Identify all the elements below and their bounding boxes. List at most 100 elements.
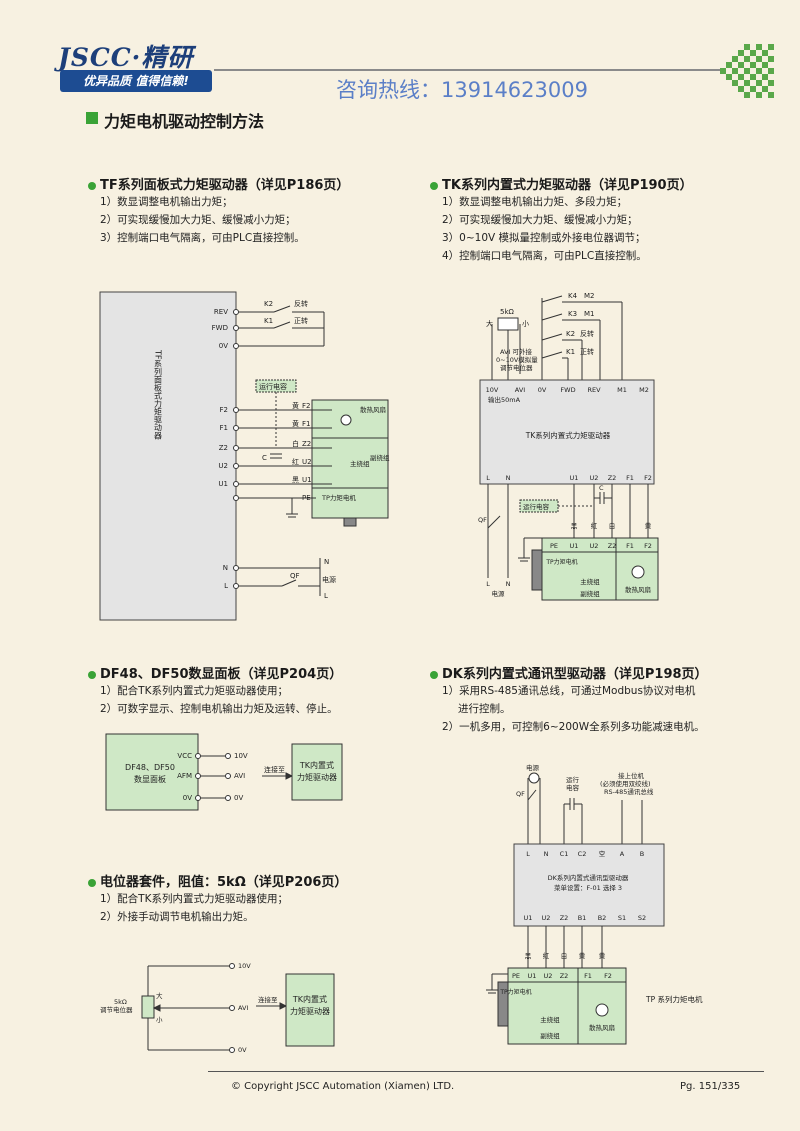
terminal-label: Z2	[560, 914, 569, 922]
target-label: AVI	[238, 1004, 248, 1012]
terminal-label: Z2	[560, 972, 569, 980]
connect-label: 连接至	[264, 765, 285, 774]
company-logo: JSCC·精研	[58, 43, 194, 72]
header-rule	[214, 69, 724, 71]
m1-label: M1	[584, 310, 595, 318]
terminal-label: PE	[512, 972, 520, 980]
df-diagram: DF48、DF50 数显面板 VCC AFM 0V 10V AVI 0V 连接至…	[105, 733, 343, 811]
terminal-label: 10V	[486, 386, 499, 394]
terminal-label: N	[544, 850, 549, 858]
connect-label: 连接至	[258, 995, 278, 1004]
list-item: 4）控制端口电气隔离，可由PLC直接控制。	[442, 250, 647, 262]
terminal-label: Z2	[608, 474, 617, 482]
k2-function: 反转	[580, 329, 594, 338]
fan-label: 散热风扇	[589, 1023, 615, 1032]
terminal-label: U2	[590, 542, 599, 550]
wire-color: 红	[543, 951, 550, 960]
dk-title-text: DK系列内置式通讯型驱动器（详见P198页）	[442, 667, 708, 682]
dk-wiring-diagram: 电源 QF 运行 电容 接上位机 (必须使用双绞线) RS-485通讯总线 L …	[486, 763, 703, 1045]
hotline: 咨询热线：13914623009	[336, 78, 588, 102]
wire-color: 黑	[292, 476, 299, 484]
fan-label: 散热风扇	[360, 405, 386, 414]
l-label: L	[486, 580, 490, 588]
terminal-label: L	[486, 474, 490, 482]
terminal-label: C1	[560, 850, 569, 858]
wire-color: 黑	[571, 522, 578, 530]
run-capacitor-label: 运行电容	[523, 502, 550, 511]
power-label: 电源	[492, 589, 506, 598]
terminal-label: M2	[639, 386, 649, 394]
tk-title: TK系列内置式力矩驱动器（详见P190页）	[430, 174, 693, 193]
df-title: DF48、DF50数显面板（详见P204页）	[88, 663, 342, 682]
df-list: 1）配合TK系列内置式力矩驱动器使用； 2）可数字显示、控制电机输出力矩及运转、…	[100, 682, 338, 718]
pot-title-text: 电位器套件，阻值：5kΩ（详见P206页）	[100, 875, 348, 890]
pot-list: 1）配合TK系列内置式力矩驱动器使用； 2）外接手动调节电机输出力矩。	[100, 890, 288, 926]
terminal-label: S2	[638, 914, 646, 922]
tk-title-text: TK系列内置式力矩驱动器（详见P190页）	[442, 178, 693, 193]
main-coil-label: 主绕组	[350, 459, 370, 468]
list-item: 进行控制。	[458, 703, 511, 715]
copyright: © Copyright JSCC Automation (Xiamen) LTD…	[231, 1081, 455, 1092]
terminal-label: 0V	[219, 342, 228, 350]
terminal-label: N	[223, 564, 228, 572]
terminal-label: U1	[570, 474, 579, 482]
terminal-label: S1	[618, 914, 626, 922]
capacitor-label: C	[262, 454, 267, 462]
terminal-label: Z2	[608, 542, 617, 550]
motor-label: TP力矩电机	[321, 493, 356, 502]
section-title: 力矩电机驱动控制方法	[104, 112, 265, 131]
terminal-label: U2	[544, 972, 553, 980]
wire-color: 黄	[292, 419, 299, 428]
wire-color: 黄	[579, 951, 586, 960]
terminal-label: 空	[599, 849, 606, 858]
section-marker	[86, 112, 98, 124]
terminal-label: N	[506, 474, 511, 482]
wire-color: 黄	[292, 401, 299, 410]
motor-label: TP力矩电机	[545, 558, 577, 566]
bullet-icon	[430, 670, 438, 679]
terminal-label: FWD	[212, 324, 228, 332]
pot-value: 5kΩ	[500, 308, 515, 316]
bullet-icon	[88, 878, 96, 887]
avi-note: 调节电位器	[500, 363, 533, 372]
k2-label: K2	[566, 330, 575, 338]
aux-coil-label: 副绕组	[580, 589, 600, 598]
output-note: 输出50mA	[488, 395, 521, 404]
tk-driver-label: TK系列内置式力矩驱动器	[525, 430, 611, 440]
qf-label: QF	[290, 572, 300, 580]
l-label: L	[324, 592, 328, 600]
terminal-label: F2	[644, 474, 652, 482]
pot-value: 5kΩ	[114, 998, 127, 1006]
page-number: Pg. 151/335	[680, 1081, 741, 1092]
n-label: N	[324, 558, 329, 566]
k1-label: K1	[566, 348, 575, 356]
pot-big: 大	[486, 319, 493, 328]
target-label: 0V	[238, 1046, 247, 1054]
pot-small: 小	[522, 319, 529, 328]
m2-label: M2	[584, 292, 595, 300]
target-label: AVI	[234, 772, 245, 780]
terminal-label: F1	[626, 542, 634, 550]
pot-small: 小	[156, 1015, 163, 1024]
power-label: 电源	[526, 763, 540, 772]
terminal-label: U2	[590, 474, 599, 482]
terminal-label: U1	[570, 542, 579, 550]
list-item: 1）数显调整电机输出力矩；	[100, 196, 233, 208]
terminal-label: FWD	[560, 386, 575, 394]
list-item: 2）可实现缓慢加大力矩、缓慢减小力矩；	[100, 214, 296, 226]
bullet-icon	[88, 181, 96, 190]
k1-function: 正转	[580, 347, 594, 356]
bullet-icon	[430, 181, 438, 190]
terminal-label: L	[224, 582, 228, 590]
series-label: TP 系列力矩电机	[645, 994, 703, 1004]
target-label: 0V	[234, 794, 243, 802]
wire-color: 红	[591, 521, 598, 530]
pin-label: 0V	[183, 794, 192, 802]
list-item: 3）控制端口电气隔离，可由PLC直接控制。	[100, 232, 305, 244]
bullet-icon	[88, 670, 96, 679]
terminal-label: B	[640, 850, 644, 858]
wire-color: 白	[292, 439, 299, 448]
pin-label: AFM	[177, 772, 192, 780]
terminal-label: A	[620, 850, 625, 858]
k3-label: K3	[568, 310, 577, 318]
